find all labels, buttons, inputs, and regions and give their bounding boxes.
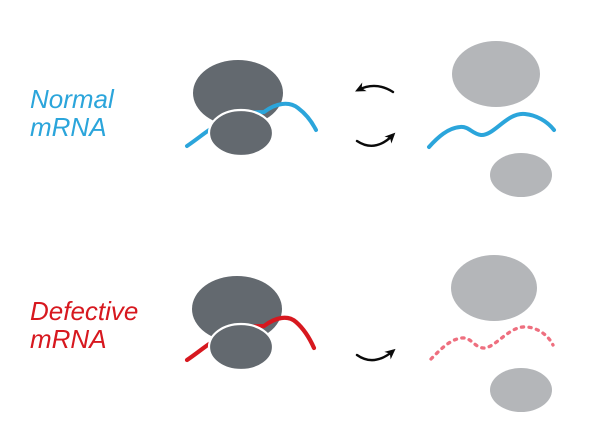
released-large-subunit: [451, 255, 537, 321]
row-normal-mrna: Normal mRNA: [30, 41, 556, 197]
defective-mrna-label-line1: Defective: [30, 296, 138, 326]
ribosome-small-subunit: [207, 322, 275, 372]
recycle-arrow-top-icon: [355, 82, 395, 94]
dissociated-subunits-normal: [427, 41, 556, 197]
recycling-arrow-icon: [355, 348, 396, 362]
released-small-subunit: [490, 368, 552, 412]
defective-mrna-label-line2: mRNA: [30, 324, 107, 354]
normal-ribosome-complex: [185, 60, 318, 158]
recycle-arrow-bottom-icon: [355, 132, 396, 147]
recycling-arrows-icon: [355, 82, 396, 147]
released-small-subunit: [490, 153, 552, 197]
released-normal-mrna-strand: [427, 111, 556, 149]
dissociated-subunits-defective: [429, 255, 555, 412]
released-large-subunit: [452, 41, 540, 107]
defective-ribosome-complex: [184, 276, 317, 372]
ribosome-large-subunit: [193, 60, 283, 126]
ribosome-small-subunit: [207, 108, 275, 158]
row-defective-mrna: Defective mRNA: [30, 255, 555, 412]
normal-mrna-label-line1: Normal: [30, 84, 115, 114]
normal-mrna-label-line2: mRNA: [30, 112, 107, 142]
degraded-mrna-strand: [429, 325, 555, 361]
recycle-arrow-bottom-icon: [355, 348, 396, 362]
